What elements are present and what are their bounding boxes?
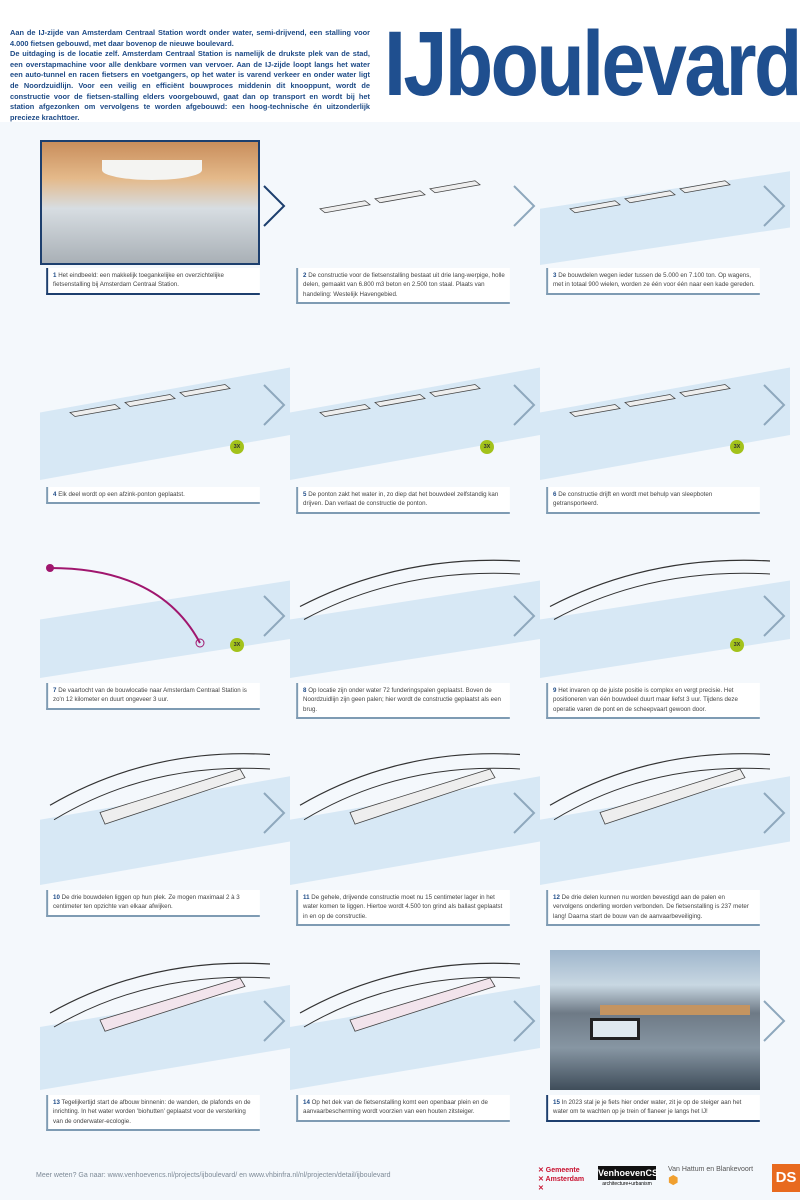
step-text: Tegelijkertijd start de afbouw binnenin:… — [53, 1099, 251, 1125]
step-text: De bouwdelen wegen ieder tussen de 5.000… — [553, 272, 755, 289]
chevron-right-icon — [763, 185, 786, 227]
chevron-right-icon — [513, 185, 536, 227]
step-caption: 1 Het eindbeeld: een makkelijk toegankel… — [46, 268, 260, 295]
step-caption: 15 In 2023 stal je je fiets hier onder w… — [546, 1095, 760, 1122]
step-number: 14 — [303, 1099, 310, 1106]
intro-paragraph: Aan de IJ-zijde van Amsterdam Centraal S… — [10, 28, 370, 48]
chevron-right-icon — [263, 792, 286, 834]
step-caption: 6 De constructie drijft en wordt met beh… — [546, 487, 760, 514]
step-caption: 10 De drie bouwdelen liggen op hun plek.… — [46, 890, 260, 917]
chevron-right-icon — [763, 1000, 786, 1042]
step-number: 10 — [53, 894, 60, 901]
final-render-photo — [40, 140, 260, 265]
chevron-right-icon — [513, 594, 536, 637]
step-text: De vaartocht van de bouwlocatie naar Ams… — [53, 687, 247, 704]
venhoevencs-subtitle: architecture+urbanism — [602, 1181, 652, 1187]
step-caption: 5 De ponton zakt het water in, zo diep d… — [296, 487, 510, 514]
chevron-right-icon — [263, 594, 286, 637]
venhoevencs-logo: VenhoevenCS architecture+urbanism — [598, 1166, 659, 1187]
final-situation-photo — [550, 950, 760, 1090]
chevron-right-icon — [763, 383, 786, 426]
step-caption: 2 De constructie voor de fietsenstalling… — [296, 268, 510, 305]
step-caption: 3 De bouwdelen wegen ieder tussen de 5.0… — [546, 268, 760, 295]
step-number: 5 — [303, 491, 307, 498]
step-caption: 14 Op het dek van de fietsenstalling kom… — [296, 1095, 510, 1122]
venhoevencs-logo-text: VenhoevenCS — [598, 1166, 659, 1180]
step-illustration — [40, 753, 290, 885]
ds-logo: DS — [772, 1164, 800, 1192]
step-text: Het eindbeeld: een makkelijk toegankelij… — [53, 272, 224, 289]
step-illustration — [290, 367, 540, 480]
step-illustration — [40, 564, 290, 678]
step-caption: 8 Op locatie zijn onder water 72 funderi… — [296, 683, 510, 720]
step-number: 4 — [53, 491, 57, 498]
step-text: De ponton zakt het water in, zo diep dat… — [303, 491, 499, 508]
step-illustration — [40, 962, 290, 1090]
step-text: De drie delen kunnen nu worden bevestigd… — [553, 894, 749, 920]
step-caption: 13 Tegelijkertijd start de afbouw binnen… — [46, 1095, 260, 1132]
step-illustration — [290, 753, 540, 885]
step-number: 3 — [553, 272, 557, 279]
step-number: 8 — [303, 687, 307, 694]
step-number: 6 — [553, 491, 557, 498]
chevron-right-icon — [263, 1000, 286, 1042]
step-text: Het invaren op de juiste positie is comp… — [553, 687, 738, 713]
step-illustration — [540, 171, 790, 265]
step-illustration — [540, 559, 790, 678]
step-number: 12 — [553, 894, 560, 901]
step-caption: 9 Het invaren op de juiste positie is co… — [546, 683, 760, 720]
intro-text: Aan de IJ-zijde van Amsterdam Centraal S… — [10, 28, 370, 123]
chevron-right-icon — [513, 383, 536, 426]
step-illustration — [319, 180, 481, 214]
chevron-right-icon — [763, 792, 786, 834]
step-caption: 12 De drie delen kunnen nu worden bevest… — [546, 890, 760, 927]
chevron-right-icon — [513, 792, 536, 834]
chevron-right-icon — [513, 1000, 536, 1042]
step-text: Op locatie zijn onder water 72 fundering… — [303, 687, 501, 713]
step-text: De gehele, drijvende constructie moet nu… — [303, 894, 503, 920]
step-number: 11 — [303, 894, 310, 901]
repeat-badge: 3X — [730, 440, 744, 454]
step-illustration — [540, 753, 790, 885]
step-caption: 4 Elk deel wordt op een afzink-ponton ge… — [46, 487, 260, 505]
step-text: De constructie drijft en wordt met behul… — [553, 491, 713, 508]
step-text: De drie bouwdelen liggen op hun plek. Ze… — [53, 894, 240, 911]
vhb-emblem-icon: ⬢ — [668, 1173, 679, 1187]
step-text: Elk deel wordt op een afzink-ponton gepl… — [58, 491, 185, 498]
step-caption: 11 De gehele, drijvende constructie moet… — [296, 890, 510, 927]
chevron-right-icon — [263, 185, 286, 227]
step-text: Op het dek van de fietsenstalling komt e… — [303, 1099, 488, 1116]
intro-paragraph: De uitdaging is de locatie zelf. Amsterd… — [10, 49, 370, 122]
step-illustration — [40, 367, 290, 480]
page-title: IJboulevard — [384, 13, 800, 115]
step-illustration — [290, 559, 540, 678]
step-text: In 2023 stal je je fiets hier onder wate… — [553, 1099, 742, 1116]
step-caption: 7 De vaartocht van de bouwlocatie naar A… — [46, 683, 260, 710]
step-number: 2 — [303, 272, 307, 279]
vhb-logo-text: Van Hattum en Blankevoort — [668, 1166, 754, 1173]
step-number: 15 — [553, 1099, 560, 1106]
gemeente-amsterdam-logo: ✕ Gemeente✕ Amsterdam✕ — [538, 1167, 585, 1192]
chevron-right-icon — [763, 594, 786, 637]
repeat-badge: 3X — [230, 638, 244, 652]
repeat-badge: 3X — [480, 440, 494, 454]
step-number: 13 — [53, 1099, 60, 1106]
step-number: 1 — [53, 272, 57, 279]
step-illustration — [540, 367, 790, 480]
footer-link-text: Meer weten? Ga naar: www.venhoevencs.nl/… — [36, 1172, 391, 1179]
step-illustration — [290, 962, 540, 1090]
vhb-logo: Van Hattum en Blankevoort⬢ — [668, 1166, 753, 1187]
step-text: De constructie voor de fietsenstalling b… — [303, 272, 505, 298]
header: Aan de IJ-zijde van Amsterdam Centraal S… — [0, 0, 800, 122]
step-number: 9 — [553, 687, 557, 694]
step-number: 7 — [53, 687, 57, 694]
repeat-badge: 3X — [230, 440, 244, 454]
repeat-badge: 3X — [730, 638, 744, 652]
chevron-right-icon — [263, 383, 286, 426]
